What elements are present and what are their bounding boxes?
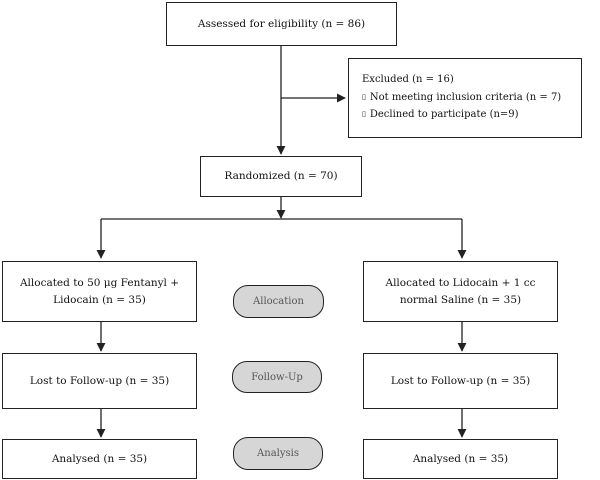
excluded-item: ▯Declined to participate (n=9) [362, 106, 571, 124]
bullet-icon: ▯ [362, 110, 366, 118]
allocation-stage-label: Allocation [253, 296, 304, 307]
bullet-icon: ▯ [362, 92, 366, 101]
analysis-stage-pill: Analysis [233, 437, 323, 470]
excluded-item-label: Declined to participate (n=9) [369, 109, 519, 120]
excluded-item: ▯Not meeting inclusion criteria (n = 7) [362, 89, 571, 107]
excluded-box: Excluded (n = 16) ▯Not meeting inclusion… [348, 58, 582, 138]
randomized-box: Randomized (n = 70) [200, 156, 362, 197]
right-allocation-box: Allocated to Lidocain + 1 cc normal Sali… [363, 261, 558, 322]
right-followup-box: Lost to Follow-up (n = 35) [363, 353, 558, 409]
excluded-item-label: Not meeting inclusion criteria (n = 7) [369, 91, 562, 103]
right-analysed-box: Analysed (n = 35) [363, 439, 558, 479]
left-followup-box: Lost to Follow-up (n = 35) [2, 353, 197, 409]
right-allocation-line2: normal Saline (n = 35) [399, 293, 522, 306]
right-allocation-label: Allocated to Lidocain + 1 cc normal Sali… [385, 275, 535, 308]
followup-stage-label: Follow-Up [251, 371, 303, 383]
excluded-title: Excluded (n = 16) [362, 74, 454, 85]
left-allocation-box: Allocated to 50 μg Fentanyl + Lidocain (… [2, 261, 197, 322]
followup-stage-pill: Follow-Up [232, 361, 322, 393]
right-analysed-label: Analysed (n = 35) [412, 452, 509, 465]
allocation-stage-pill: Allocation [233, 285, 324, 318]
assessed-box: Assessed for eligibility (n = 86) [166, 2, 397, 46]
randomized-label: Randomized (n = 70) [224, 170, 338, 183]
left-analysed-box: Analysed (n = 35) [2, 439, 197, 479]
right-allocation-line1: Allocated to Lidocain + 1 cc [385, 277, 536, 290]
left-allocation-line1: Allocated to 50 μg Fentanyl + [19, 277, 180, 290]
assessed-label: Assessed for eligibility (n = 86) [197, 17, 366, 30]
left-analysed-label: Analysed (n = 35) [51, 452, 148, 465]
left-followup-label: Lost to Follow-up (n = 35) [29, 374, 170, 387]
analysis-stage-label: Analysis [257, 448, 299, 459]
right-followup-label: Lost to Follow-up (n = 35) [390, 374, 531, 387]
left-allocation-label: Allocated to 50 μg Fentanyl + Lidocain (… [20, 275, 179, 308]
left-allocation-line2: Lidocain (n = 35) [53, 293, 146, 306]
